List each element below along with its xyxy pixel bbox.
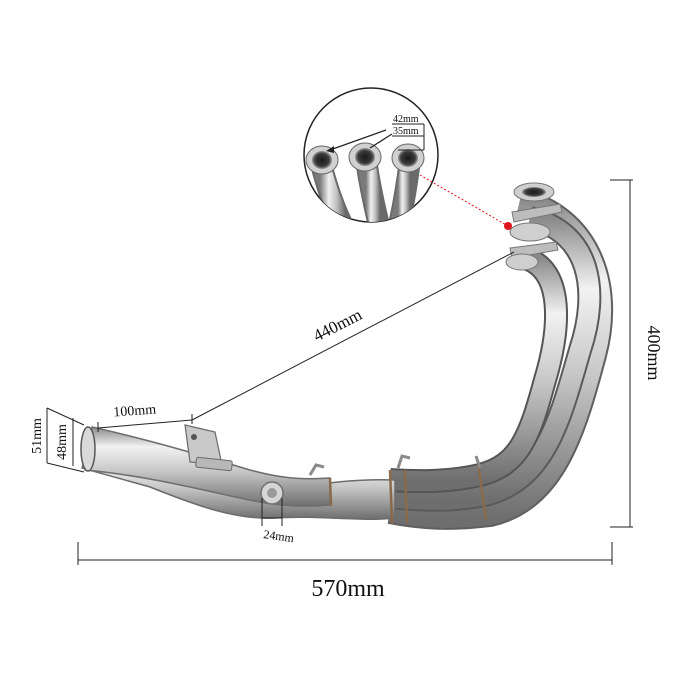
- outlet-inner-diameter-label: 48mm: [55, 424, 70, 460]
- mounting-bracket: [184, 424, 233, 472]
- outlet-opening: [80, 426, 96, 472]
- header-flanges: [505, 182, 563, 271]
- header-length-label: 440mm: [310, 305, 365, 346]
- inlet-section-length-label: 100mm: [113, 403, 157, 421]
- exhaust-header-assembly: [80, 182, 614, 530]
- overall-length-label: 570mm: [311, 576, 385, 602]
- spring-hooks: [308, 454, 482, 476]
- height-label: 400mm: [644, 325, 664, 380]
- outlet-outer-diameter-label: 51mm: [30, 418, 45, 454]
- dimension-lines: [46, 179, 633, 565]
- red-callout-dot: [419, 174, 512, 230]
- header-flange-detail-circle: 42mm 35mm: [303, 87, 439, 223]
- sensor-bung-label: 24mm: [263, 527, 296, 545]
- flange-outer-diameter-label: 42mm: [393, 114, 419, 125]
- o2-sensor-bung: [260, 481, 284, 505]
- flange-inner-diameter-label: 35mm: [393, 126, 419, 137]
- weld-seams: [328, 461, 488, 524]
